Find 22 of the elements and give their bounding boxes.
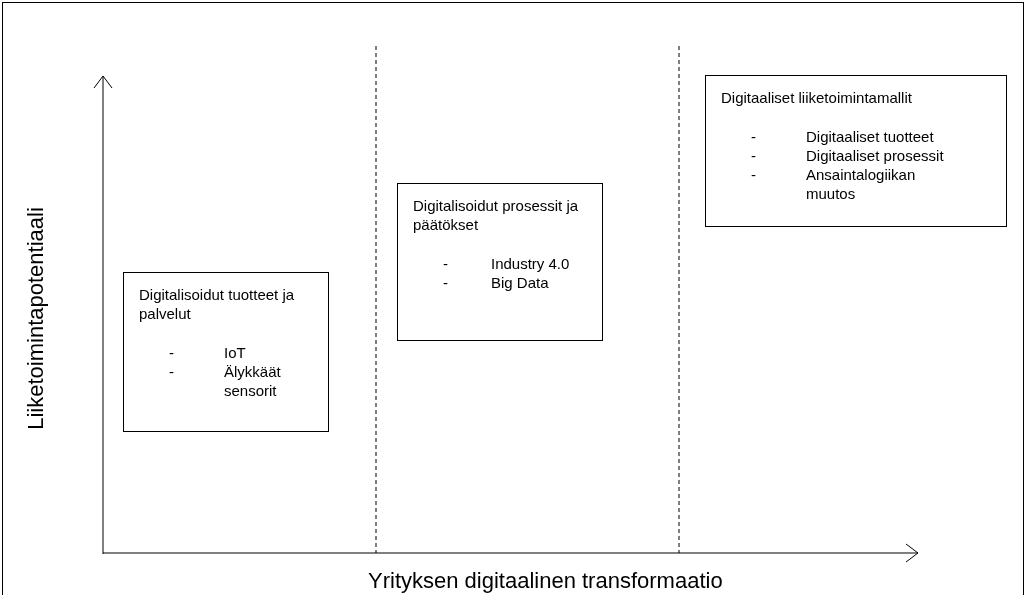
box-heading: Digitalisoidut prosessit ja päätökset	[413, 196, 580, 234]
list-item: Industry 4.0	[491, 254, 571, 273]
list-bullet: -	[169, 343, 175, 362]
list-item: Digitaaliset prosessit	[806, 146, 945, 165]
axis-label: Yrityksen digitaalinen transformaatio	[368, 567, 723, 595]
axis-label: Liiketoimintapotentiaali	[21, 206, 49, 430]
list-bullet: -	[751, 127, 757, 146]
list-item: IoT	[224, 343, 247, 362]
list-item: Älykkäät sensorit	[224, 362, 282, 400]
box-heading: Digitalisoidut tuotteet ja palvelut	[139, 285, 296, 323]
list-bullet: -	[443, 273, 449, 292]
list-item: Ansaintalogiikan muutos	[806, 165, 917, 203]
box-heading: Digitaaliset liiketoimintamallit	[721, 88, 913, 107]
text-box	[397, 183, 603, 341]
list-bullet: -	[751, 146, 757, 165]
list-item: Digitaaliset tuotteet	[806, 127, 935, 146]
text-box	[123, 272, 329, 432]
list-bullet: -	[751, 165, 757, 185]
text-box	[705, 75, 1007, 227]
list-item: Big Data	[491, 273, 550, 292]
list-bullet: -	[169, 362, 175, 382]
list-bullet: -	[443, 254, 449, 273]
